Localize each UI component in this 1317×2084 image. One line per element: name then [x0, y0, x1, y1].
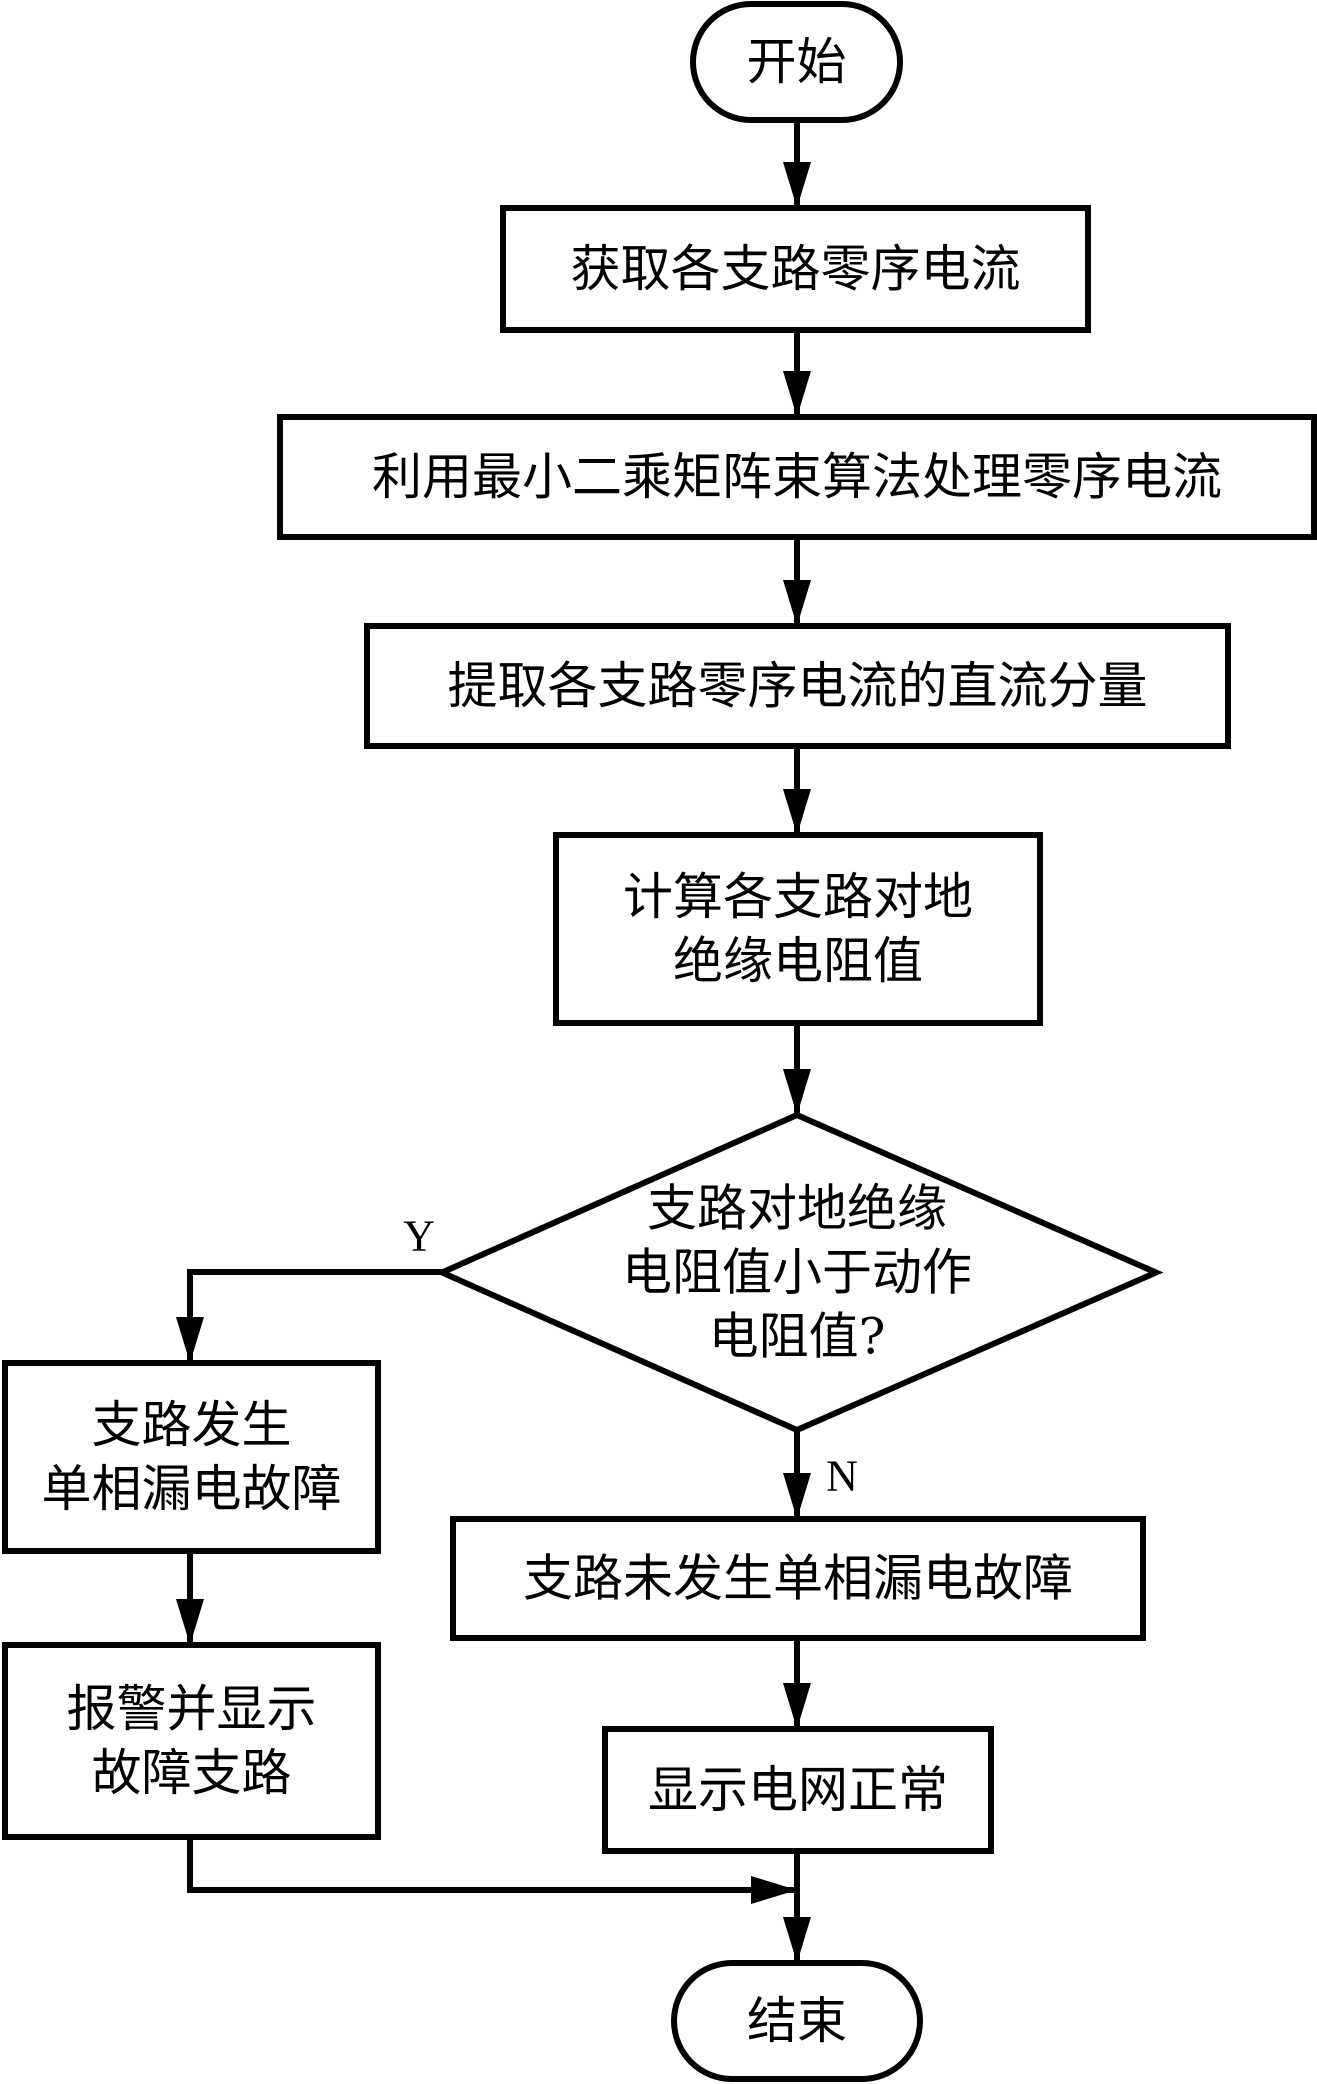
terminal-shape	[671, 1960, 923, 2082]
node-label: 支路对地绝缘	[647, 1180, 947, 1238]
arrowhead-icon	[783, 162, 811, 208]
arrowhead-icon	[783, 1069, 811, 1115]
node-label: 故障支路	[92, 1744, 292, 1802]
process-box	[2, 1642, 381, 1840]
arrowhead-icon	[751, 1876, 797, 1904]
edges-layer	[176, 120, 811, 1963]
edge-alarm-to-end	[187, 1837, 797, 1893]
arrowhead-icon	[176, 1317, 204, 1363]
node-label: 报警并显示	[67, 1680, 317, 1738]
node-get-current: 获取各支路零序电流	[500, 205, 1091, 333]
arrowhead-icon	[783, 789, 811, 835]
node-label: 显示电网正常	[648, 1761, 948, 1819]
process-box	[450, 1516, 1146, 1641]
node-label: 提取各支路零序电流的直流分量	[448, 657, 1148, 715]
node-label: 电阻值小于动作	[622, 1244, 972, 1302]
node-label: 获取各支路零序电流	[571, 240, 1021, 298]
edge-decision-to-fault	[187, 1269, 442, 1363]
process-box	[553, 832, 1043, 1026]
process-box	[602, 1726, 994, 1854]
arrowhead-icon	[783, 580, 811, 626]
node-label: 开始	[747, 33, 847, 91]
process-box	[277, 414, 1317, 540]
node-label: 支路未发生单相漏电故障	[523, 1550, 1073, 1608]
arrowhead-icon	[783, 1473, 811, 1519]
node-label: 结束	[747, 1992, 847, 2050]
arrowhead-icon	[783, 1917, 811, 1963]
arrowhead-icon	[176, 1599, 204, 1645]
node-no-fault: 支路未发生单相漏电故障	[450, 1516, 1146, 1641]
terminal-shape	[690, 1, 903, 123]
edge-labels-layer: YN	[403, 1212, 858, 1501]
edge-label-y: Y	[403, 1212, 435, 1261]
node-normal: 显示电网正常	[602, 1726, 994, 1854]
process-box	[500, 205, 1091, 333]
node-label: 单相漏电故障	[42, 1460, 342, 1518]
node-label: 支路发生	[92, 1396, 292, 1454]
node-label: 绝缘电阻值	[673, 932, 923, 990]
edge-label-n: N	[826, 1452, 858, 1501]
node-label: 利用最小二乘矩阵束算法处理零序电流	[372, 448, 1222, 506]
node-label: 电阻值?	[709, 1308, 886, 1366]
process-box	[364, 623, 1231, 749]
decision-diamond	[434, 1111, 1164, 1434]
node-label: 计算各支路对地	[623, 868, 973, 926]
node-process-current: 利用最小二乘矩阵束算法处理零序电流	[277, 414, 1317, 540]
node-start: 开始	[690, 1, 903, 123]
arrowhead-icon	[783, 1683, 811, 1729]
node-extract-dc: 提取各支路零序电流的直流分量	[364, 623, 1231, 749]
node-end: 结束	[671, 1960, 923, 2082]
process-box	[2, 1360, 381, 1554]
arrowhead-icon	[783, 371, 811, 417]
